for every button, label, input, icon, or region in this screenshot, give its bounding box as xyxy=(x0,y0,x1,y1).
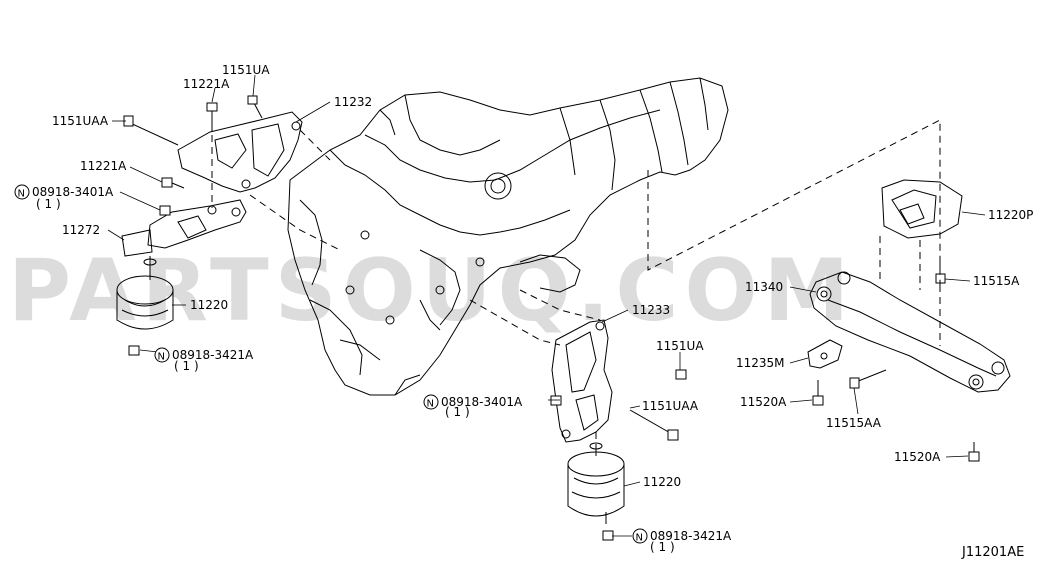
part-label-11340[interactable]: 11340 xyxy=(745,280,783,294)
part-label-11520a-left[interactable]: 11520A xyxy=(740,395,787,409)
label-leader-lines xyxy=(107,74,986,537)
watermark-text: PARTSOUQ.COM xyxy=(8,241,855,341)
n-symbol-text: N xyxy=(427,399,434,410)
n-symbol-bottom xyxy=(632,528,648,544)
part-label-11515a[interactable]: 11515A xyxy=(973,274,1020,288)
left-engine-mount-assembly xyxy=(116,95,303,356)
n-symbol-left-upper xyxy=(14,184,30,200)
part-label-11515aa[interactable]: 11515AA xyxy=(826,416,882,430)
part-label-qty-left-upper: ( 1 ) xyxy=(36,197,61,211)
engine-transmission-illustration xyxy=(287,77,729,396)
diagram-code: J11201AE xyxy=(961,545,1024,560)
part-label-qty-bottom: ( 1 ) xyxy=(650,540,675,554)
assembly-guide-lines xyxy=(149,119,941,446)
n-symbol-text: N xyxy=(18,189,25,200)
part-label-08918-3401a-left[interactable]: 08918-3401A xyxy=(32,185,114,199)
part-label-11220p[interactable]: 11220P xyxy=(988,208,1033,222)
part-label-11220-center[interactable]: 11220 xyxy=(643,475,681,489)
part-label-qty-left-lower: ( 1 ) xyxy=(174,359,199,373)
n-symbol-text: N xyxy=(158,352,165,363)
right-engine-mount-assembly xyxy=(550,319,687,541)
part-label-11220-left[interactable]: 11220 xyxy=(190,298,228,312)
part-label-11520a-right[interactable]: 11520A xyxy=(894,450,941,464)
part-label-qty-center: ( 1 ) xyxy=(445,405,470,419)
part-label-1151uaa-top[interactable]: 1151UAA xyxy=(52,114,109,128)
n-symbol-center xyxy=(423,394,439,410)
part-labels: 1151UAA 1151UA 11221A 11232 11221A 08918… xyxy=(32,63,1033,554)
part-label-1151ua-right[interactable]: 1151UA xyxy=(656,339,704,353)
part-label-11233[interactable]: 11233 xyxy=(632,303,670,317)
part-label-08918-3401a-center[interactable]: 08918-3401A xyxy=(441,395,523,409)
part-label-1151ua-top[interactable]: 1151UA xyxy=(222,63,270,77)
n-symbol-left-lower xyxy=(154,347,170,363)
n-symbol-markers: N N N N xyxy=(14,184,648,544)
rear-transmission-mount-assembly xyxy=(807,179,1011,462)
part-label-08918-3421a-bottom[interactable]: 08918-3421A xyxy=(650,529,732,543)
part-label-1151uaa-right[interactable]: 1151UAA xyxy=(642,399,699,413)
part-label-11235m[interactable]: 11235M xyxy=(736,356,785,370)
part-label-11272[interactable]: 11272 xyxy=(62,223,100,237)
part-label-08918-3421a-left[interactable]: 08918-3421A xyxy=(172,348,254,362)
n-symbol-text: N xyxy=(636,533,643,544)
part-label-11221a-mid[interactable]: 11221A xyxy=(80,159,127,173)
part-label-11221a-top[interactable]: 11221A xyxy=(183,77,230,91)
part-label-11232[interactable]: 11232 xyxy=(334,95,372,109)
